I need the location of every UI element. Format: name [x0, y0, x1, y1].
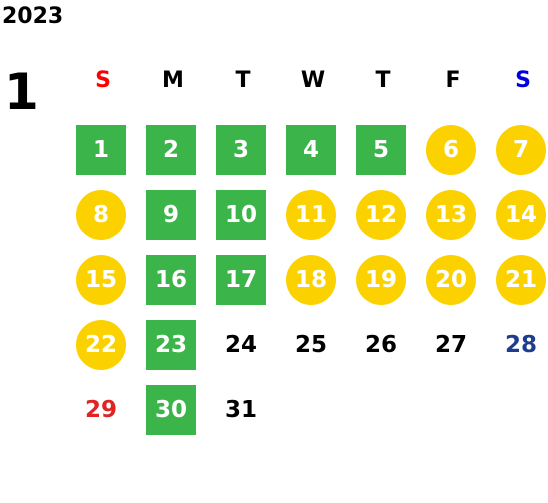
- day-cell[interactable]: 28: [504, 331, 537, 358]
- day-cell[interactable]: 24: [224, 331, 257, 358]
- day-cell[interactable]: 22: [76, 320, 126, 370]
- year-label: 2023: [2, 4, 64, 29]
- day-cell[interactable]: 31: [224, 396, 257, 423]
- day-cell[interactable]: 3: [216, 125, 266, 175]
- day-cell[interactable]: 26: [364, 331, 397, 358]
- day-cell[interactable]: 21: [496, 255, 546, 305]
- weekday-header: T: [235, 68, 251, 93]
- day-cell[interactable]: 8: [76, 190, 126, 240]
- day-cell[interactable]: 25: [294, 331, 327, 358]
- day-cell[interactable]: 13: [426, 190, 476, 240]
- weekday-header: S: [515, 68, 531, 93]
- day-cell[interactable]: 20: [426, 255, 476, 305]
- day-cell[interactable]: 19: [356, 255, 406, 305]
- day-cell[interactable]: 1: [76, 125, 126, 175]
- day-cell[interactable]: 4: [286, 125, 336, 175]
- day-cell[interactable]: 10: [216, 190, 266, 240]
- day-cell[interactable]: 11: [286, 190, 336, 240]
- day-cell[interactable]: 17: [216, 255, 266, 305]
- day-cell[interactable]: 14: [496, 190, 546, 240]
- day-cell[interactable]: 7: [496, 125, 546, 175]
- weekday-header: M: [162, 68, 184, 93]
- day-cell[interactable]: 16: [146, 255, 196, 305]
- day-cell[interactable]: 29: [84, 396, 117, 423]
- day-cell[interactable]: 27: [434, 331, 467, 358]
- day-cell[interactable]: 15: [76, 255, 126, 305]
- day-cell[interactable]: 5: [356, 125, 406, 175]
- weekday-header: W: [300, 68, 326, 93]
- day-cell[interactable]: 9: [146, 190, 196, 240]
- month-label: 1: [4, 63, 39, 121]
- day-cell[interactable]: 12: [356, 190, 406, 240]
- day-cell[interactable]: 6: [426, 125, 476, 175]
- weekday-header: T: [375, 68, 391, 93]
- weekday-header: F: [445, 68, 461, 93]
- day-cell[interactable]: 18: [286, 255, 336, 305]
- day-cell[interactable]: 23: [146, 320, 196, 370]
- weekday-header: S: [95, 68, 111, 93]
- day-cell[interactable]: 2: [146, 125, 196, 175]
- day-cell[interactable]: 30: [146, 385, 196, 435]
